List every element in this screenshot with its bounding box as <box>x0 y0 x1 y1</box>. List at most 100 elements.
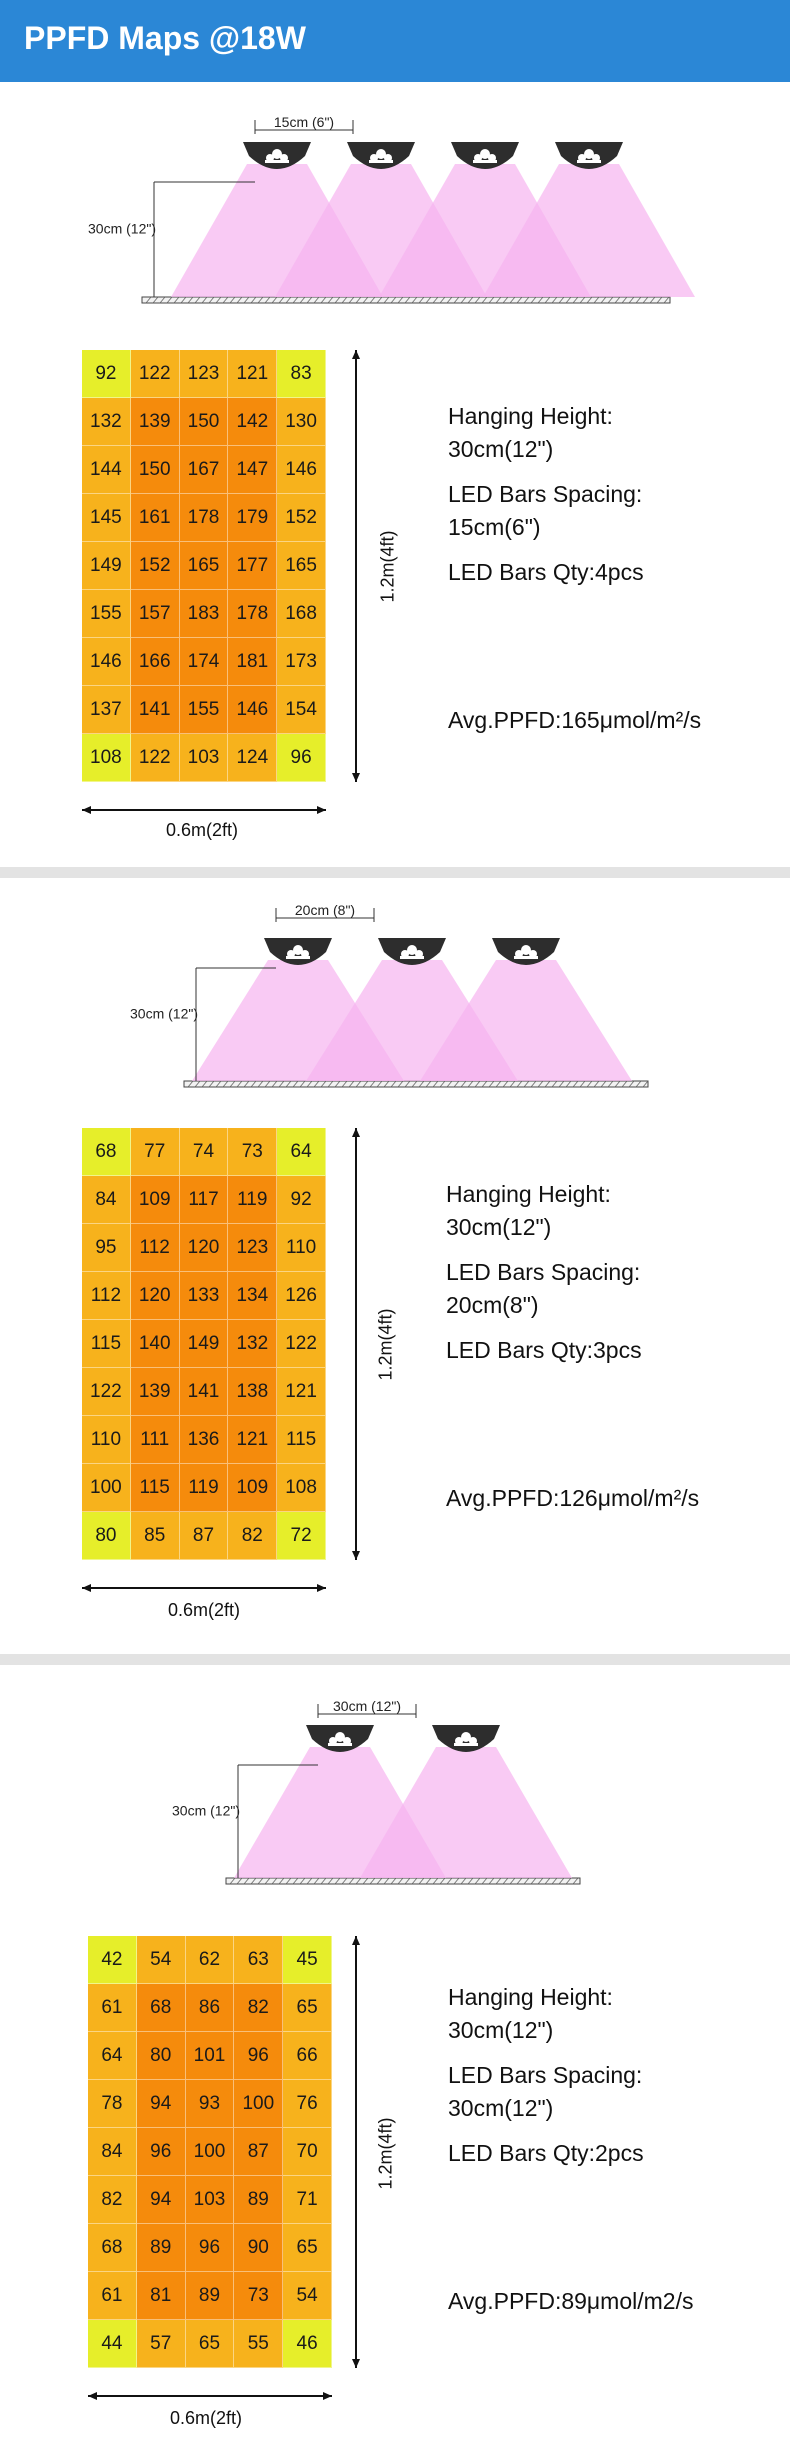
ground-hatch <box>180 296 187 304</box>
ground-hatch <box>187 1080 194 1088</box>
ppfd-cell: 92 <box>277 1176 326 1224</box>
grid-width-label: 0.6m(2ft) <box>168 1600 241 1620</box>
ppfd-cell: 178 <box>179 494 229 542</box>
led-bar-fixture <box>432 1725 500 1752</box>
ground-hatch <box>432 1877 439 1885</box>
ground-hatch <box>334 1877 341 1885</box>
ground-hatch <box>579 296 586 304</box>
ground-hatch <box>544 1877 551 1885</box>
ground-hatch <box>593 1080 600 1088</box>
ground-hatch <box>278 1080 285 1088</box>
bar-spacing-value: 20cm(8") <box>446 1292 539 1318</box>
hanging-height-label: Hanging Height: <box>448 1984 613 2010</box>
section-divider <box>0 1654 790 1665</box>
ppfd-cell: 84 <box>88 2128 137 2176</box>
ppfd-cell: 64 <box>88 2032 137 2080</box>
ground-hatch <box>579 1080 586 1088</box>
ppfd-cell: 96 <box>185 2224 235 2272</box>
ground-hatch <box>537 1877 544 1885</box>
ppfd-cell: 136 <box>179 1416 229 1464</box>
ground-hatch <box>229 1080 236 1088</box>
ppfd-cell: 65 <box>283 1984 332 2032</box>
ground-hatch <box>390 1080 397 1088</box>
hanging-height-label: Hanging Height: <box>446 1181 611 1207</box>
spacing-dimension-label: 20cm (8") <box>295 902 355 918</box>
ppfd-cell: 121 <box>228 350 278 398</box>
ppfd-cell: 55 <box>234 2320 284 2368</box>
ppfd-cell: 90 <box>234 2224 284 2272</box>
ground-hatch <box>250 1080 257 1088</box>
avg-ppfd: Avg.PPFD:165μmol/m²/s <box>448 707 702 733</box>
ground-hatch <box>243 1080 250 1088</box>
ppfd-cell: 45 <box>283 1936 332 1984</box>
ground-hatch <box>243 1877 250 1885</box>
ground-hatch <box>278 1877 285 1885</box>
ground-hatch <box>166 296 173 304</box>
ppfd-cell: 119 <box>228 1176 278 1224</box>
ground-hatch <box>320 1080 327 1088</box>
ground-hatch <box>159 296 166 304</box>
ppfd-cell: 167 <box>179 446 229 494</box>
bar-spacing-value: 30cm(12") <box>448 2095 554 2121</box>
ppfd-cell: 137 <box>82 686 131 734</box>
ppfd-cell: 73 <box>234 2272 284 2320</box>
ppfd-cell: 155 <box>179 686 229 734</box>
ground-hatch <box>614 296 621 304</box>
ground-hatch <box>530 1080 537 1088</box>
light-cone <box>483 164 695 297</box>
ppfd-cell: 100 <box>234 2080 284 2128</box>
ground-hatch <box>145 296 152 304</box>
ground-hatch <box>271 1080 278 1088</box>
led-bar-fixture <box>306 1725 374 1752</box>
ground-hatch <box>313 296 320 304</box>
ppfd-cell: 65 <box>283 2224 332 2272</box>
ppfd-cell: 183 <box>179 590 229 638</box>
ppfd-cell: 174 <box>179 638 229 686</box>
ppfd-cell: 119 <box>179 1464 229 1512</box>
ground-hatch <box>208 296 215 304</box>
ground-hatch <box>369 296 376 304</box>
ground-hatch <box>292 1877 299 1885</box>
ppfd-cell: 117 <box>179 1176 229 1224</box>
ppfd-cell: 152 <box>277 494 326 542</box>
ppfd-cell: 165 <box>277 542 326 590</box>
ppfd-cell: 179 <box>228 494 278 542</box>
bar-qty: LED Bars Qty:4pcs <box>448 559 644 585</box>
ground-hatch <box>530 1877 537 1885</box>
ppfd-cell: 134 <box>228 1272 278 1320</box>
ground-hatch <box>376 1877 383 1885</box>
ppfd-cell: 92 <box>82 350 131 398</box>
ppfd-cell: 84 <box>82 1176 131 1224</box>
grid-height-label: 1.2m(4ft) <box>375 2117 396 2190</box>
ppfd-cell: 144 <box>82 446 131 494</box>
ppfd-cell: 86 <box>185 1984 235 2032</box>
ground-hatch <box>663 296 670 304</box>
ground-hatch <box>425 296 432 304</box>
ppfd-cell: 65 <box>185 2320 235 2368</box>
ppfd-cell: 110 <box>82 1416 131 1464</box>
ppfd-cell: 68 <box>136 1984 186 2032</box>
ground-hatch <box>418 296 425 304</box>
ppfd-cell: 130 <box>277 398 326 446</box>
ppfd-cell: 81 <box>136 2272 186 2320</box>
avg-ppfd: Avg.PPFD:126μmol/m²/s <box>446 1485 700 1511</box>
ground-hatch <box>313 1080 320 1088</box>
ppfd-cell: 96 <box>136 2128 186 2176</box>
ground-hatch <box>551 1877 558 1885</box>
ground-hatch <box>523 1080 530 1088</box>
ppfd-cell: 96 <box>234 2032 284 2080</box>
ground-hatch <box>320 1877 327 1885</box>
ground-hatch <box>558 296 565 304</box>
spacing-dimension-label: 15cm (6") <box>274 114 334 130</box>
ground-hatch <box>208 1080 215 1088</box>
ground-hatch <box>383 1080 390 1088</box>
ground-hatch <box>502 1080 509 1088</box>
ground-hatch <box>495 1877 502 1885</box>
ppfd-cell: 87 <box>179 1512 229 1560</box>
ground-hatch <box>586 296 593 304</box>
ppfd-cell: 82 <box>234 1984 284 2032</box>
ground-hatch <box>348 296 355 304</box>
